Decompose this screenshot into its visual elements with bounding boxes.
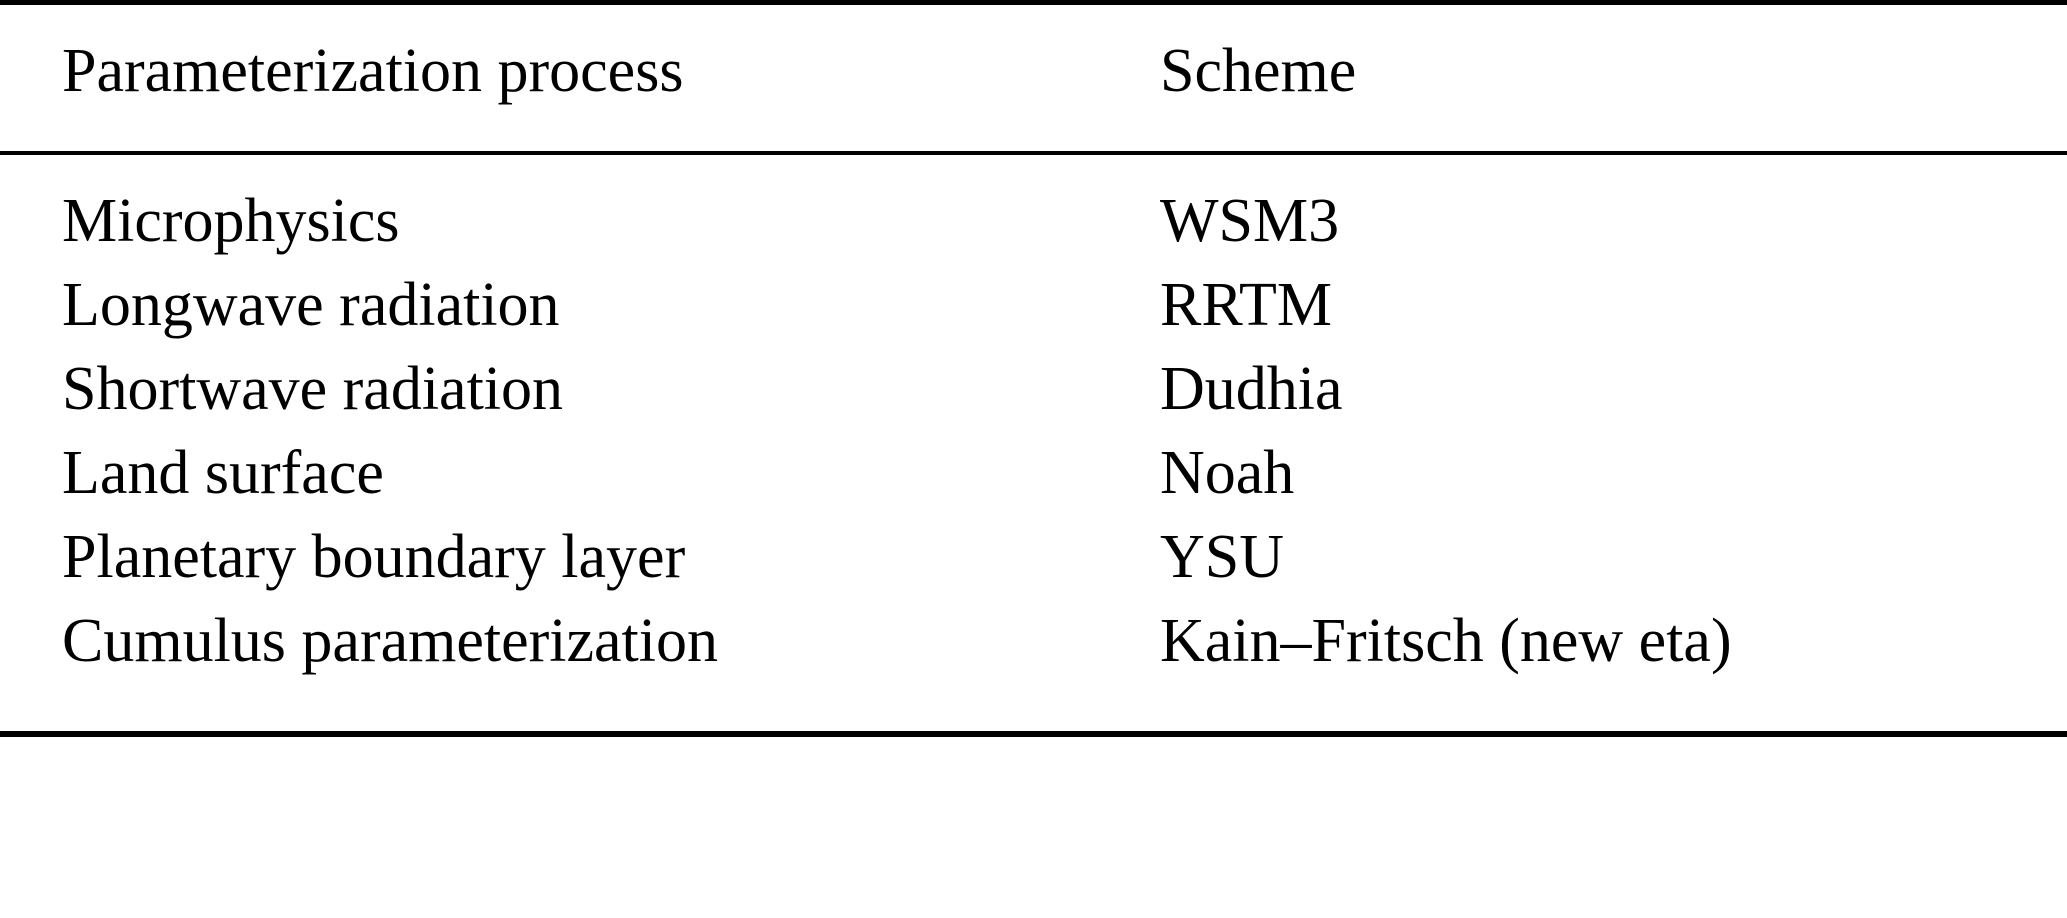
cell-scheme: Dudhia [1160, 355, 1343, 423]
table-row: Microphysics WSM3 [0, 153, 2067, 263]
cell-process: Land surface [62, 439, 384, 507]
table-row: Planetary boundary layer YSU [0, 515, 2067, 599]
table-body: Microphysics WSM3 Longwave radiation RRT… [0, 153, 2067, 737]
column-header-process: Parameterization process [0, 0, 1100, 155]
table-row: Shortwave radiation Dudhia [0, 347, 2067, 431]
cell-scheme: WSM3 [1160, 187, 1340, 255]
cell-process: Cumulus parameterization [0, 599, 1100, 737]
table-row: Cumulus parameterization Kain–Fritsch (n… [0, 599, 2067, 737]
parameterization-table: Parameterization process Scheme Microphy… [0, 0, 2067, 737]
cell-scheme: RRTM [1160, 271, 1332, 339]
cell-scheme: Kain–Fritsch (new eta) [1100, 599, 2067, 737]
cell-scheme: YSU [1160, 523, 1285, 591]
table-row: Longwave radiation RRTM [0, 263, 2067, 347]
cell-scheme: Noah [1160, 439, 1295, 507]
table-header: Parameterization process Scheme [0, 0, 2067, 155]
cell-process: Microphysics [62, 187, 400, 255]
cell-process: Planetary boundary layer [62, 523, 686, 591]
table-header-row: Parameterization process Scheme [0, 0, 2067, 155]
cell-process: Longwave radiation [62, 271, 560, 339]
cell-process: Shortwave radiation [62, 355, 564, 423]
column-header-scheme: Scheme [1100, 0, 2067, 155]
table-row: Land surface Noah [0, 431, 2067, 515]
